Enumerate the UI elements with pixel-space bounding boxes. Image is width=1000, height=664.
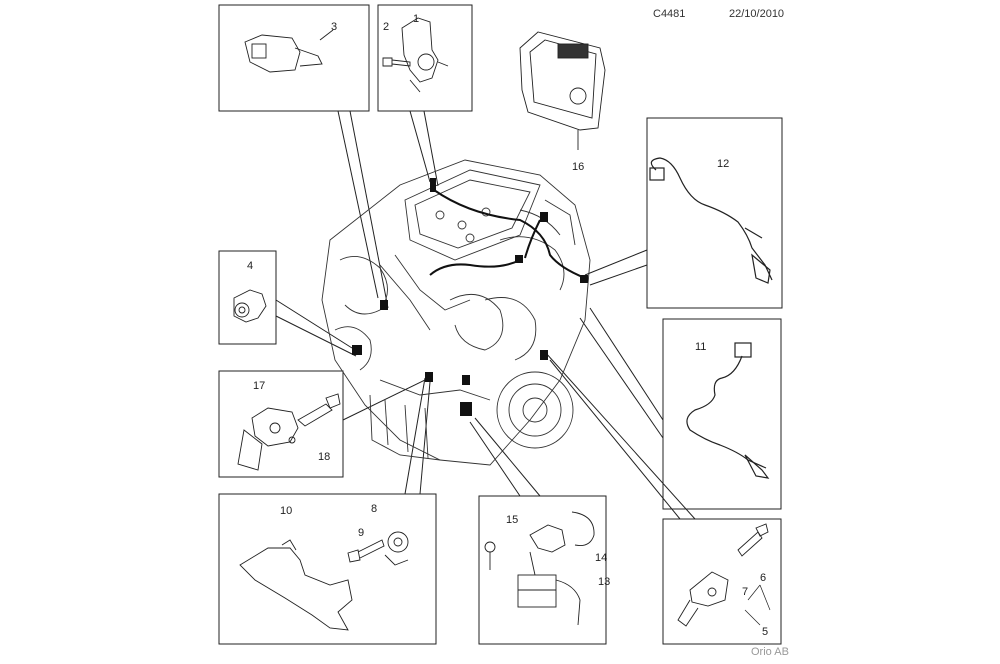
part-16-control-module <box>519 31 606 150</box>
callout-1: 1 <box>413 13 420 25</box>
callout-2: 2 <box>383 21 390 33</box>
detail-box-4 <box>218 250 277 345</box>
part-17-camshaft-sensor <box>237 407 299 471</box>
detail-box-5-7 <box>662 518 782 645</box>
detail-box-11 <box>662 318 782 510</box>
publisher-mark: Orio AB <box>751 646 789 658</box>
detail-box-12 <box>646 117 783 309</box>
callout-4: 4 <box>247 260 254 272</box>
part-8-knock-sensor <box>384 531 409 566</box>
callout-12: 12 <box>717 158 730 170</box>
callout-10: 10 <box>280 505 293 517</box>
callout-15: 15 <box>506 514 519 526</box>
part-12-oxygen-sensor <box>649 157 773 284</box>
detail-box-1-2 <box>377 4 473 112</box>
callout-18: 18 <box>318 451 331 463</box>
callout-6: 6 <box>760 572 767 584</box>
leader-lines <box>275 110 696 520</box>
drawing-code: C4481 <box>653 8 686 20</box>
part-11-oxygen-sensor <box>686 342 770 479</box>
part-3-temperature-sensor <box>244 29 334 73</box>
callout-14: 14 <box>595 552 608 564</box>
part-13-sensor <box>517 524 581 626</box>
part-15-bolt <box>484 541 496 570</box>
callout-leaders <box>744 584 771 626</box>
detail-box-17-18 <box>218 370 344 478</box>
callout-13: 13 <box>598 576 611 588</box>
part-18-bolt <box>297 393 341 427</box>
drawing-date: 22/10/2010 <box>729 8 785 20</box>
part-9-bolt <box>347 539 385 563</box>
detail-box-13-15 <box>478 495 607 645</box>
wire-harness <box>429 189 586 279</box>
callout-5: 5 <box>762 626 769 638</box>
callout-3: 3 <box>331 21 338 33</box>
callout-7: 7 <box>742 586 749 598</box>
callout-8: 8 <box>371 503 378 515</box>
engine-sensors <box>352 178 588 416</box>
callout-17: 17 <box>253 380 266 392</box>
callout-11: 11 <box>695 341 707 353</box>
part-2-bolt <box>382 57 411 67</box>
callout-9: 9 <box>358 527 365 539</box>
part-7-5-crankshaft-sensor <box>677 571 729 627</box>
part-6-bolt <box>737 523 769 557</box>
part-1-sensor <box>401 17 449 93</box>
part-14-clip <box>571 511 595 546</box>
callout-16: 16 <box>572 161 585 173</box>
detail-box-8-9-10 <box>218 493 437 645</box>
detail-box-3 <box>218 4 370 112</box>
part-4-sensor <box>233 289 267 323</box>
part-10-heat-shield <box>239 539 353 631</box>
engine-assembly <box>321 159 591 466</box>
